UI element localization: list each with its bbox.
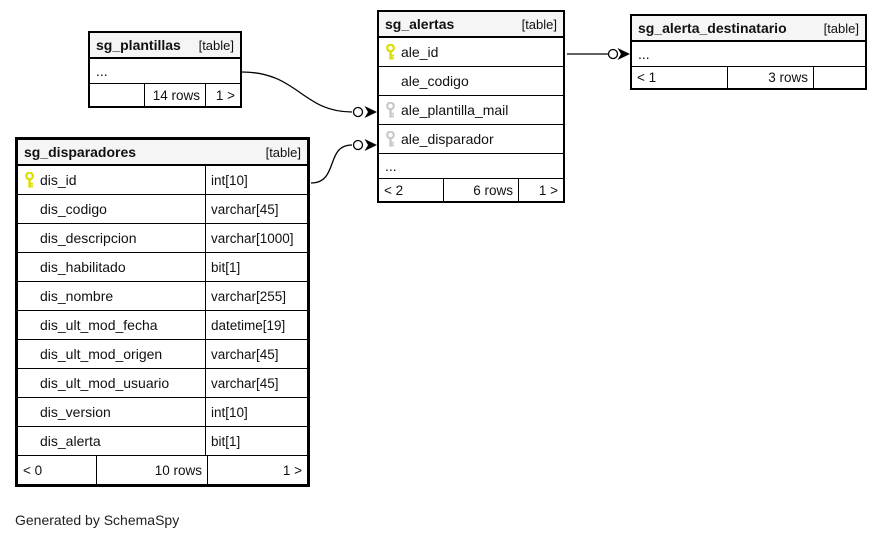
row-count: 6 rows	[444, 179, 519, 201]
table-sg-alertas[interactable]: sg_alertas [table] ale_id ale_codigo ale…	[377, 10, 565, 203]
column-name: dis_nombre	[40, 288, 114, 304]
column-name: dis_ult_mod_usuario	[40, 375, 170, 391]
column-row: dis_ult_mod_origen varchar[45]	[18, 340, 307, 369]
column-type: varchar[1000]	[205, 224, 307, 252]
arrowhead-icon	[617, 48, 630, 60]
column-row: ale_codigo	[379, 67, 563, 96]
primary-key-icon	[18, 172, 40, 188]
column-name: dis_ult_mod_fecha	[40, 317, 158, 333]
column-type: bit[1]	[205, 253, 307, 281]
generator-credit: Generated by SchemaSpy	[15, 512, 180, 528]
children-count: < 0	[18, 456, 97, 484]
table-header[interactable]: sg_alertas [table]	[379, 12, 563, 38]
ellipsis-label: ...	[96, 63, 108, 79]
children-count: < 1	[632, 67, 728, 88]
column-name: dis_descripcion	[40, 230, 137, 246]
column-name: ale_id	[401, 44, 439, 60]
column-name: dis_ult_mod_origen	[40, 346, 163, 362]
column-row: ale_id	[379, 38, 563, 67]
table-sg-alerta-destinatario[interactable]: sg_alerta_destinatario [table] ... < 1 3…	[630, 14, 867, 90]
column-row: dis_habilitado bit[1]	[18, 253, 307, 282]
table-type-label: [table]	[521, 16, 557, 32]
column-type: varchar[45]	[205, 340, 307, 368]
table-name[interactable]: sg_disparadores	[24, 144, 137, 160]
column-type: int[10]	[205, 166, 307, 194]
column-row: dis_ult_mod_fecha datetime[19]	[18, 311, 307, 340]
column-row: ale_disparador	[379, 125, 563, 154]
column-name: ale_plantilla_mail	[401, 102, 509, 118]
table-sg-plantillas[interactable]: sg_plantillas [table] ... 14 rows 1 >	[88, 31, 242, 108]
column-name: dis_alerta	[40, 433, 101, 449]
column-name: dis_id	[40, 172, 77, 188]
row-count: 10 rows	[97, 456, 208, 484]
table-name[interactable]: sg_plantillas	[96, 37, 181, 53]
column-row: dis_id int[10]	[18, 166, 307, 195]
parents-count: 1 >	[538, 182, 558, 198]
foreign-key-icon	[379, 102, 401, 118]
column-name: dis_version	[40, 404, 111, 420]
foreign-key-icon	[379, 131, 401, 147]
collapsed-columns-row: ...	[632, 42, 865, 67]
row-count: 3 rows	[728, 67, 814, 88]
column-row: ale_plantilla_mail	[379, 96, 563, 125]
table-name[interactable]: sg_alertas	[385, 16, 455, 32]
column-type: varchar[45]	[205, 195, 307, 223]
collapsed-columns-row: ...	[90, 59, 240, 84]
parents-count: 1 >	[215, 87, 235, 103]
ellipsis-label: ...	[638, 46, 650, 62]
column-type: varchar[45]	[205, 369, 307, 397]
column-name: ale_codigo	[401, 73, 469, 89]
table-footer: < 2 6 rows 1 >	[379, 179, 563, 201]
row-count: 14 rows	[145, 84, 206, 106]
column-row: dis_nombre varchar[255]	[18, 282, 307, 311]
table-footer: < 0 10 rows 1 >	[18, 456, 307, 484]
arrowhead-icon	[364, 139, 377, 151]
table-header[interactable]: sg_alerta_destinatario [table]	[632, 16, 865, 42]
relationship-disparadores-alertas	[310, 139, 377, 184]
primary-key-icon	[379, 44, 401, 60]
collapsed-columns-row: ...	[379, 154, 563, 179]
column-type: int[10]	[205, 398, 307, 426]
table-footer: 14 rows 1 >	[90, 84, 240, 106]
children-count	[90, 84, 145, 106]
column-type: datetime[19]	[205, 311, 307, 339]
table-footer: < 1 3 rows	[632, 67, 865, 88]
children-count: < 2	[379, 179, 444, 201]
column-row: dis_codigo varchar[45]	[18, 195, 307, 224]
table-type-label: [table]	[198, 37, 234, 53]
column-type: bit[1]	[205, 427, 307, 455]
parents-count: 1 >	[282, 462, 302, 478]
table-name[interactable]: sg_alerta_destinatario	[638, 20, 787, 36]
column-row: dis_version int[10]	[18, 398, 307, 427]
column-name: ale_disparador	[401, 131, 494, 147]
column-name: dis_codigo	[40, 201, 107, 217]
table-header[interactable]: sg_plantillas [table]	[90, 33, 240, 59]
table-type-label: [table]	[823, 20, 859, 36]
table-header[interactable]: sg_disparadores [table]	[18, 140, 307, 166]
column-row: dis_ult_mod_usuario varchar[45]	[18, 369, 307, 398]
table-type-label: [table]	[265, 144, 301, 160]
ellipsis-label: ...	[385, 158, 397, 174]
arrowhead-icon	[364, 106, 377, 118]
column-name: dis_habilitado	[40, 259, 126, 275]
table-sg-disparadores[interactable]: sg_disparadores [table] dis_id int[10] d…	[15, 137, 310, 487]
column-row: dis_alerta bit[1]	[18, 427, 307, 456]
parents-count	[814, 67, 865, 88]
column-type: varchar[255]	[205, 282, 307, 310]
relationship-alertas-destinatario	[567, 48, 630, 60]
column-row: dis_descripcion varchar[1000]	[18, 224, 307, 253]
relationship-plantillas-alertas	[241, 71, 377, 118]
